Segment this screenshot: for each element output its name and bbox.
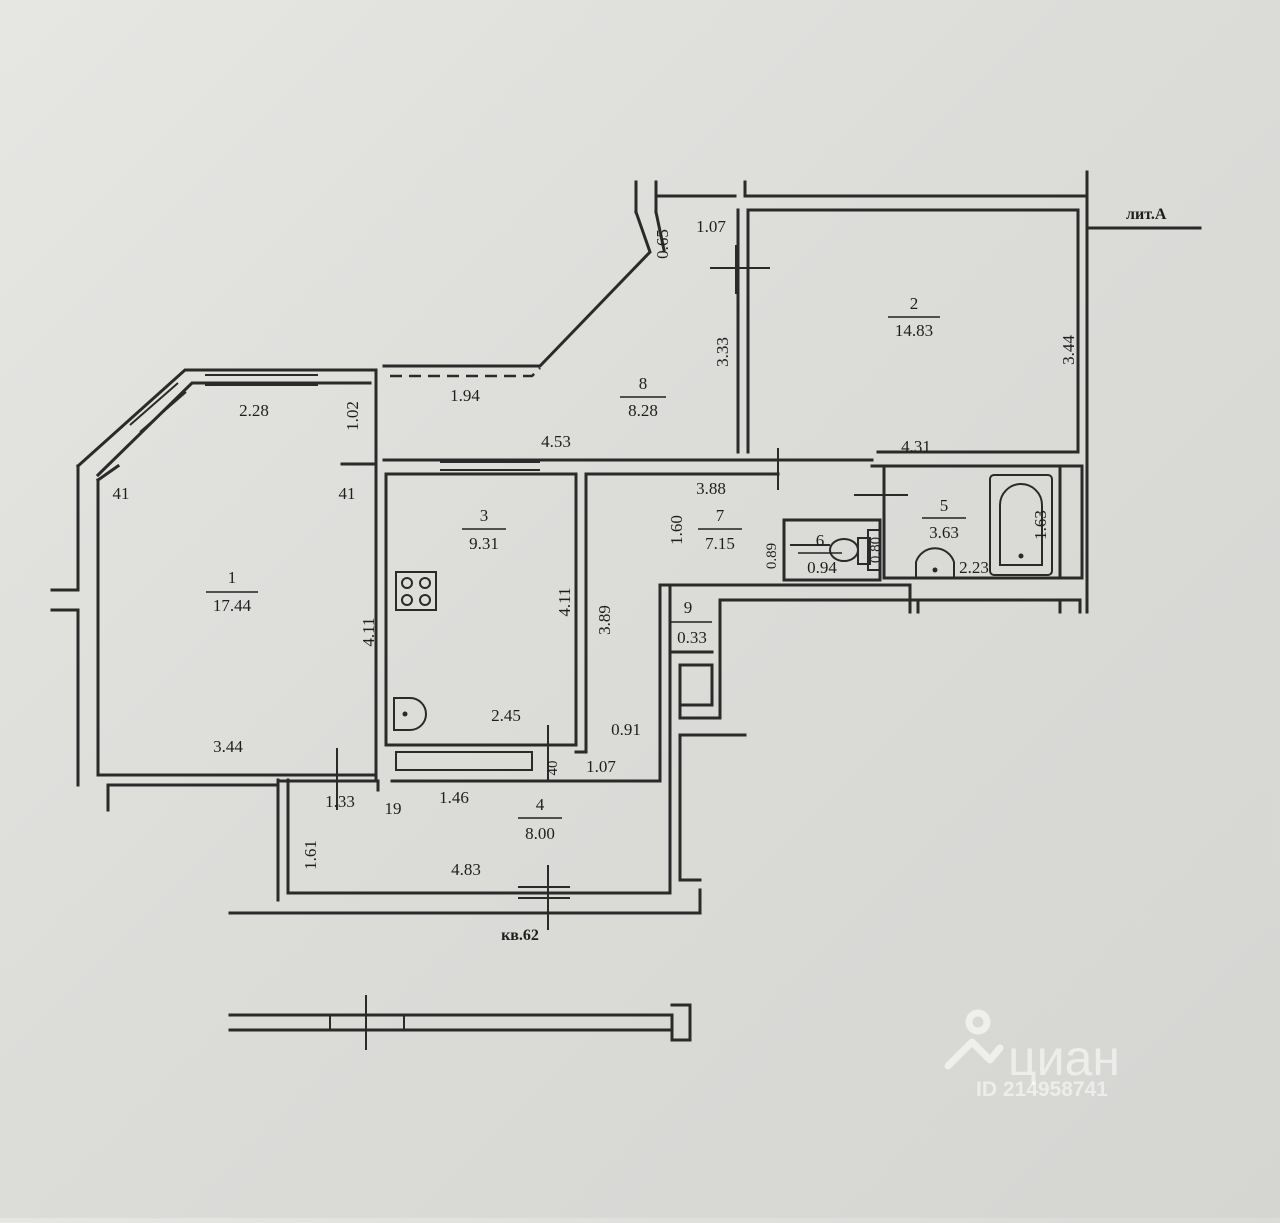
watermark-id: ID 214958741 xyxy=(976,1078,1108,1101)
room-number: 7 xyxy=(716,506,725,525)
dimension-label: 4.11 xyxy=(555,587,574,616)
stove-icon xyxy=(395,571,437,611)
dimension-label: 1.33 xyxy=(325,792,355,811)
watermark-brand: циан xyxy=(1008,1030,1120,1086)
dimension-labels: 0.65 1.07 3.33 3.44 2.28 1.02 1.94 4.53 … xyxy=(113,217,1079,879)
dimension-label: 1.07 xyxy=(696,217,726,236)
room-area: 14.83 xyxy=(895,321,933,340)
dimension-label: 40 xyxy=(545,761,561,776)
dimension-label: 1.46 xyxy=(439,788,469,807)
room-number: 8 xyxy=(639,374,648,393)
room-area: 17.44 xyxy=(213,596,252,615)
dimension-label: 3.44 xyxy=(1059,335,1078,365)
room-7: 7 7.15 xyxy=(698,506,742,553)
walls xyxy=(50,170,1202,1042)
apartment-label: кв.62 xyxy=(501,927,539,944)
room-area: 0.94 xyxy=(807,558,837,577)
dimension-label: 1.60 xyxy=(667,515,686,545)
room-area: 3.63 xyxy=(929,523,959,542)
dimension-label: 2.28 xyxy=(239,401,269,420)
dimension-label: 4.11 xyxy=(359,617,378,646)
dimension-label: 1.94 xyxy=(450,386,480,405)
washbasin-icon xyxy=(915,547,955,578)
kitchen-sink-icon xyxy=(393,697,427,731)
dimension-label: 4.53 xyxy=(541,432,571,451)
dimension-label: 4.83 xyxy=(451,860,481,879)
toilet-icon xyxy=(829,537,871,565)
dimension-label: 41 xyxy=(339,484,356,503)
room-9: 9 0.33 xyxy=(670,598,712,647)
room-2: 2 14.83 xyxy=(888,294,940,340)
dimension-label: 0.89 xyxy=(764,543,780,569)
shower-area xyxy=(867,529,881,571)
room-5: 5 3.63 xyxy=(922,496,966,542)
building-label: лит.А xyxy=(1126,206,1167,223)
door-markers xyxy=(336,267,908,1050)
dimension-label: 3.44 xyxy=(213,737,243,756)
dimension-label: 3.33 xyxy=(713,337,732,367)
dimension-label: 0.91 xyxy=(611,720,641,739)
dimension-label: 19 xyxy=(385,799,402,818)
dimension-label: 3.89 xyxy=(595,605,614,635)
room-area: 9.31 xyxy=(469,534,499,553)
room-8: 8 8.28 xyxy=(620,374,666,420)
dimension-label: 2.45 xyxy=(491,706,521,725)
room-4: 4 8.00 xyxy=(518,795,562,843)
room-number: 4 xyxy=(536,795,545,814)
bathtub-icon xyxy=(989,474,1053,576)
dimension-label: 1.02 xyxy=(343,401,362,431)
room-area: 8.00 xyxy=(525,824,555,843)
dashed-partition xyxy=(390,367,541,378)
room-number: 1 xyxy=(228,568,237,587)
watermark: циан ID 214958741 xyxy=(944,1009,1120,1101)
dimension-label: 1.61 xyxy=(301,840,320,870)
room-number: 5 xyxy=(940,496,949,515)
cian-logo-icon xyxy=(944,1009,1004,1070)
room-6: 6 0.94 xyxy=(798,531,842,577)
room-3: 3 9.31 xyxy=(462,506,506,553)
dimension-label: 1.63 xyxy=(1031,510,1050,540)
dimension-label: 2.23 xyxy=(959,558,989,577)
room-number: 2 xyxy=(910,294,919,313)
dimension-label: 3.88 xyxy=(696,479,726,498)
room-1: 1 17.44 xyxy=(206,568,258,615)
dimension-label: 1.07 xyxy=(586,757,616,776)
room-number: 9 xyxy=(684,598,693,617)
room-number: 6 xyxy=(816,531,825,550)
room-area: 8.28 xyxy=(628,401,658,420)
room-area: 7.15 xyxy=(705,534,735,553)
dimension-label: 0.65 xyxy=(653,229,672,259)
room-area: 0.33 xyxy=(677,628,707,647)
dimension-label: 4.31 xyxy=(901,437,931,456)
dimension-label: 0.80 xyxy=(868,537,884,563)
dimension-label: 41 xyxy=(113,484,130,503)
counter xyxy=(395,751,533,771)
room-number: 3 xyxy=(480,506,489,525)
